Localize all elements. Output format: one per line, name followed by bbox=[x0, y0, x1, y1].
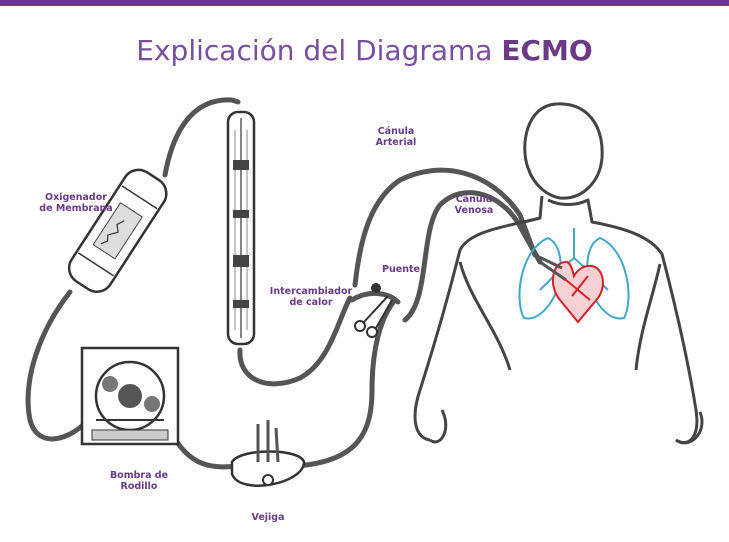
heart bbox=[551, 260, 604, 324]
label-intercambiador: Intercambiador de calor bbox=[256, 286, 366, 308]
label-oxigenador-line2: de Membrana bbox=[39, 203, 113, 214]
tube-exchanger-to-bridge bbox=[237, 295, 353, 387]
tube-oxy-to-pump bbox=[25, 289, 91, 442]
label-vejiga-text: Vejiga bbox=[251, 512, 285, 523]
label-puente: Puente bbox=[376, 264, 426, 275]
label-canula-arterial: Cánula Arterial bbox=[366, 126, 426, 148]
label-oxigenador-line1: Oxigenador bbox=[45, 192, 107, 203]
heat-exchanger bbox=[226, 110, 256, 346]
label-canula-venosa-line1: Cánula bbox=[455, 194, 493, 205]
title-main: Explicación del Diagrama bbox=[136, 34, 493, 67]
tube-bridge bbox=[349, 291, 401, 305]
tube-oxy-to-exchanger bbox=[162, 97, 241, 178]
bridge-clamps bbox=[354, 283, 393, 338]
cannulae-inside bbox=[534, 253, 567, 282]
tube-venous-cannula bbox=[402, 190, 543, 323]
tube-arterial-cannula bbox=[352, 167, 538, 288]
label-puente-text: Puente bbox=[382, 264, 420, 275]
tube-bladder-to-bridge bbox=[292, 297, 398, 469]
label-vejiga: Vejiga bbox=[240, 512, 296, 523]
title-bold: ECMO bbox=[501, 34, 593, 67]
roller-pump bbox=[80, 346, 180, 446]
label-canula-arterial-line2: Arterial bbox=[375, 137, 417, 148]
label-canula-venosa-line2: Venosa bbox=[454, 205, 494, 216]
patient-body bbox=[413, 102, 704, 445]
tubing bbox=[25, 97, 543, 470]
label-oxigenador: Oxigenador de Membrana bbox=[30, 192, 122, 214]
bladder bbox=[230, 420, 306, 487]
label-intercambiador-line2: de calor bbox=[289, 297, 333, 308]
label-bomba-line2: Rodillo bbox=[120, 481, 158, 492]
label-bomba-line1: Bombra de bbox=[109, 470, 169, 481]
tube-pump-to-bladder bbox=[167, 427, 243, 470]
page-title: Explicación del Diagrama ECMO bbox=[0, 34, 729, 67]
label-intercambiador-line1: Intercambiador bbox=[269, 286, 353, 297]
membrane-oxygenator bbox=[67, 168, 168, 293]
label-bomba: Bombra de Rodillo bbox=[104, 470, 174, 492]
top-accent-bar bbox=[0, 0, 729, 6]
label-canula-arterial-line1: Cánula bbox=[377, 126, 415, 137]
label-canula-venosa: Cánula Venosa bbox=[444, 194, 504, 216]
